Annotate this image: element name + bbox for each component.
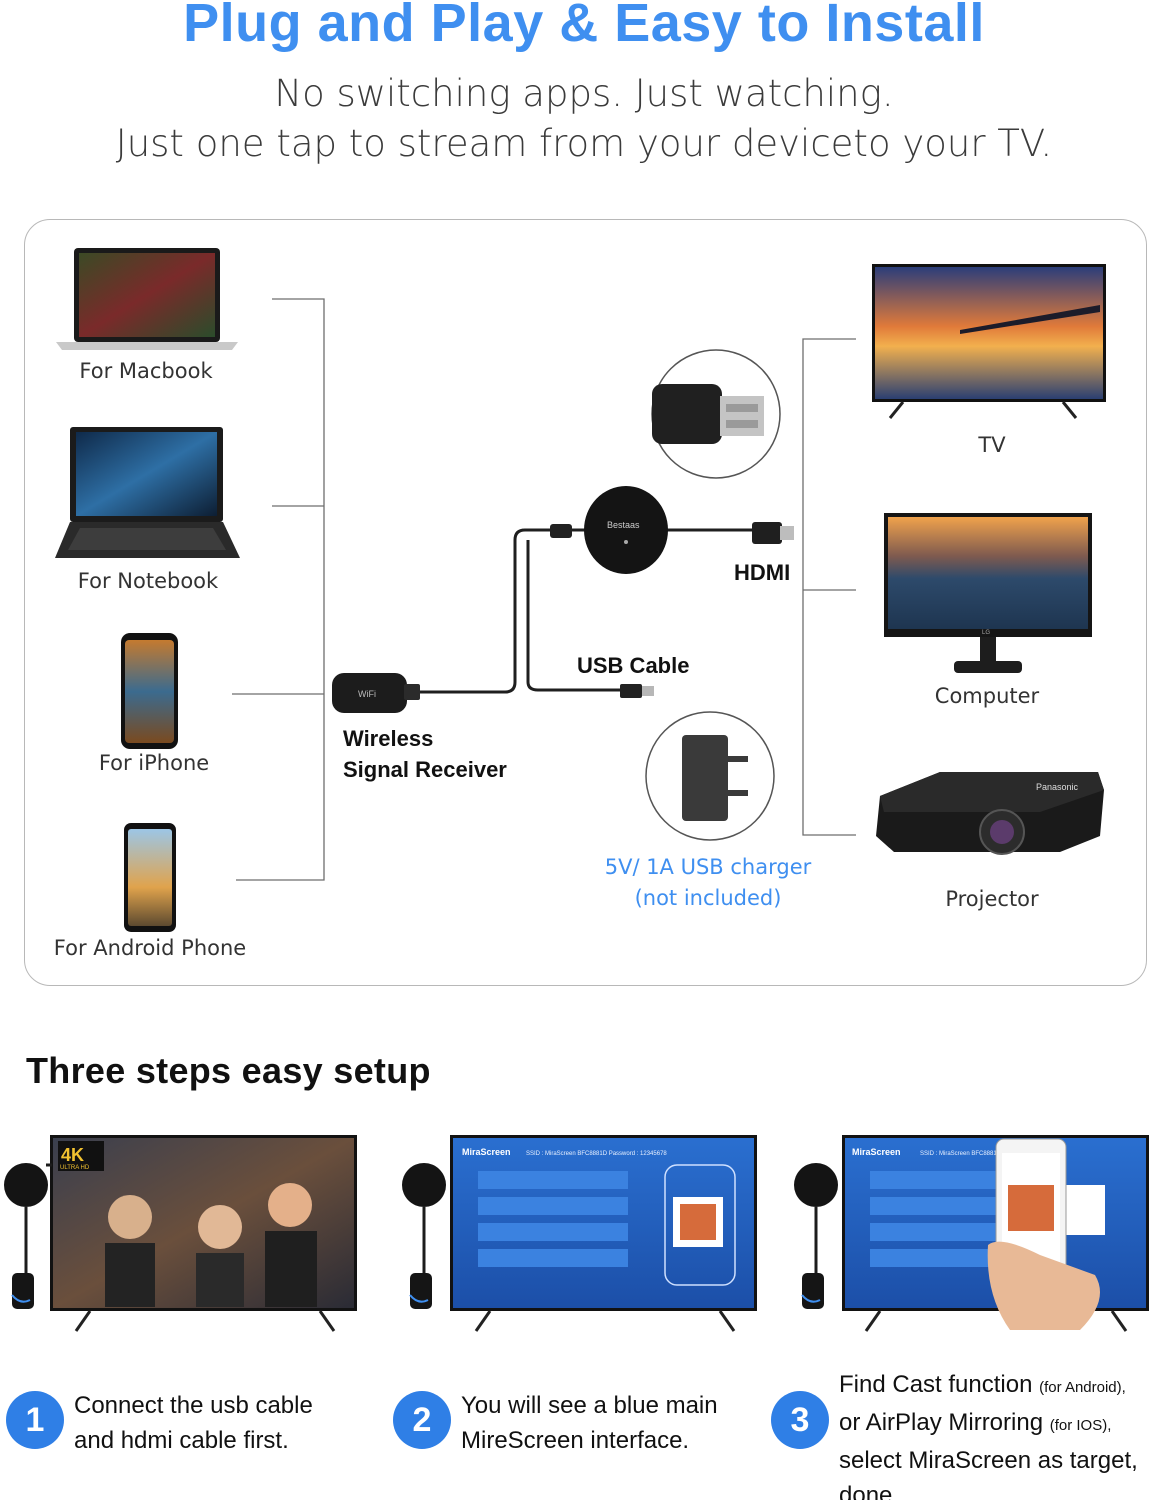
step-3-line-1-note: (for Android),: [1039, 1379, 1126, 1396]
usb-cable-label: USB Cable: [577, 653, 690, 678]
monitor-illustration: LG: [884, 513, 1092, 673]
projector-brand-text: Panasonic: [1036, 782, 1079, 792]
step-3-line-4: done.: [839, 1482, 900, 1500]
receiver-label-line-1: Wireless: [343, 726, 434, 751]
dongle-brand-text: Bestaas: [607, 520, 640, 530]
step-3-badge: 3: [771, 1391, 829, 1449]
charger-closeup-circle: [645, 711, 775, 841]
step-1-badge: 1: [6, 1391, 64, 1449]
macbook-illustration: [56, 248, 238, 350]
step-3-line-2-main: or AirPlay Mirroring: [839, 1409, 1044, 1436]
hdmi-label: HDMI: [734, 560, 791, 585]
receiver-brand-text: WiFi: [358, 689, 376, 699]
iphone-illustration: [121, 633, 178, 749]
step-3-line-1: Find Cast function (for Android),: [839, 1367, 1138, 1405]
screen3-mirascreen-logo: MiraScreen: [852, 1147, 901, 1157]
setup-screen-2: MiraScreen SSID : MiraScreen BFC8881D Pa…: [402, 1135, 757, 1332]
target-label-projector: Projector: [945, 887, 1039, 911]
step-1-text: Connect the usb cable and hdmi cable fir…: [74, 1388, 313, 1458]
wireless-receiver: WiFi: [332, 673, 420, 713]
subtitle-line-2: Just one tap to stream from your devicet…: [115, 122, 1053, 165]
step-3-line-3: select MiraScreen as target,: [839, 1447, 1138, 1474]
step-2-badge: 2: [393, 1391, 451, 1449]
monitor-brand-text: LG: [982, 630, 990, 636]
page-title: Plug and Play & Easy to Install: [183, 0, 985, 53]
receiver-label-line-2: Signal Receiver: [343, 757, 507, 782]
cast-dongle: Bestaas: [584, 486, 668, 574]
charger-note-line-2: (not included): [634, 886, 782, 910]
setup-section-title: Three steps easy setup: [26, 1050, 431, 1091]
step-3-line-1-main: Find Cast function: [839, 1371, 1033, 1398]
step-1-line-2: and hdmi cable first.: [74, 1427, 289, 1454]
screen2-ssid-text: SSID : MiraScreen BFC8881D Password : 12…: [526, 1151, 667, 1157]
source-label-android: For Android Phone: [53, 936, 247, 960]
step-3-line-2: or AirPlay Mirroring (for IOS),: [839, 1405, 1138, 1443]
screen3-ssid-text: SSID : MiraScreen BFC8881D: [920, 1151, 1002, 1157]
tv-illustration: [872, 264, 1106, 419]
step-2-line-1: You will see a blue main: [461, 1392, 718, 1419]
charger-note-line-1: 5V/ 1A USB charger: [604, 855, 812, 879]
step-3-line-2-note: (for IOS),: [1049, 1417, 1112, 1434]
setup-screen-1: 4K ULTRA HD: [4, 1135, 357, 1332]
step-2-line-2: MireScreen interface.: [461, 1427, 690, 1454]
source-label-notebook: For Notebook: [77, 569, 219, 593]
step-1-line-1: Connect the usb cable: [74, 1392, 313, 1419]
source-label-macbook: For Macbook: [79, 359, 213, 383]
step-2-text: You will see a blue main MireScreen inte…: [461, 1388, 718, 1458]
cables: [420, 528, 760, 694]
notebook-illustration: [55, 427, 240, 558]
screen1-4k-badge: 4K: [61, 1145, 84, 1165]
setup-screens-graphics: 4K ULTRA HD MiraScreen SSID : MiraScreen…: [4, 1135, 1149, 1332]
screen2-mirascreen-logo: MiraScreen: [462, 1147, 511, 1157]
target-label-tv: TV: [978, 433, 1006, 457]
source-connector-lines: [232, 298, 325, 881]
projector-illustration: Panasonic: [876, 772, 1104, 855]
android-phone-illustration: [124, 823, 176, 932]
subtitle-line-1: No switching apps. Just watching.: [274, 72, 894, 115]
hdmi-closeup-circle: [651, 349, 781, 479]
setup-screen-3: MiraScreen SSID : MiraScreen BFC8881D: [794, 1135, 1149, 1332]
target-label-computer: Computer: [934, 684, 1040, 708]
source-label-iphone: For iPhone: [98, 751, 210, 775]
screen1-ultrahd-badge: ULTRA HD: [60, 1165, 90, 1171]
connection-diagram-graphics: WiFi Bestaas: [55, 248, 1106, 932]
target-connector-lines: [802, 338, 856, 836]
step-3-text: Find Cast function (for Android), or Air…: [839, 1367, 1138, 1500]
